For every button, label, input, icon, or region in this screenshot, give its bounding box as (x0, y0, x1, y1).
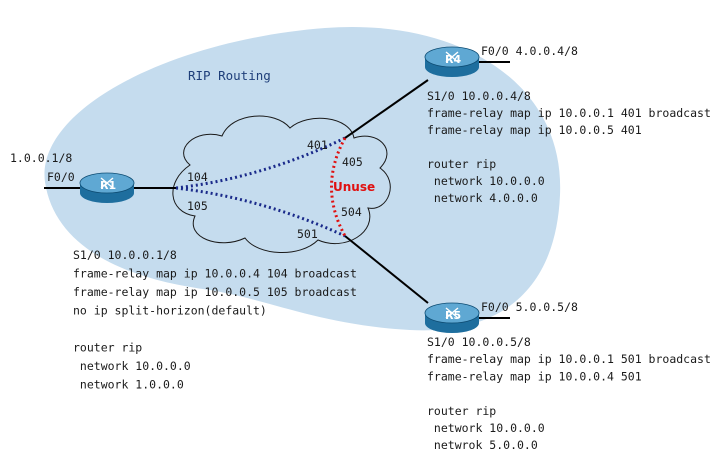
config-line: S1/0 10.0.0.1/8 (73, 248, 177, 262)
router-r1[interactable]: R1 (79, 172, 135, 203)
r4-config: S1/0 10.0.0.4/8 frame-relay map ip 10.0.0… (427, 89, 711, 205)
dlci-104: 104 (187, 170, 208, 184)
unused-label: Unuse (333, 180, 375, 194)
r4-lan-label: F0/0 4.0.0.4/8 (481, 44, 578, 58)
router-r5[interactable]: R5 (424, 302, 480, 333)
config-line: router rip (427, 157, 496, 171)
config-line: router rip (427, 404, 496, 418)
config-line: frame-relay map ip 10.0.0.4 501 (427, 369, 642, 383)
config-line: network 1.0.0.0 (73, 378, 184, 392)
config-line: network 4.0.0.0 (427, 191, 538, 205)
router-r5-name: R5 (445, 309, 461, 322)
router-icon (79, 172, 135, 203)
dlci-501: 501 (297, 227, 318, 241)
config-line: S1/0 10.0.0.4/8 (427, 89, 531, 103)
dlci-405: 405 (342, 155, 363, 169)
dlci-504: 504 (341, 205, 362, 219)
r1-lan-interface: F0/0 (47, 170, 75, 184)
config-line: router rip (73, 341, 142, 355)
config-line: network 10.0.0.0 (427, 421, 545, 435)
config-line: S1/0 10.0.0.5/8 (427, 335, 531, 349)
config-line: frame-relay map ip 10.0.0.1 401 broadcas… (427, 106, 711, 120)
config-line: no ip split-horizon(default) (73, 304, 267, 318)
config-line: network 10.0.0.0 (73, 359, 191, 373)
r5-lan-label: F0/0 5.0.0.5/8 (481, 300, 578, 314)
router-r1-name: R1 (100, 179, 116, 192)
router-r4[interactable]: R4 (424, 46, 480, 77)
dlci-401: 401 (307, 138, 328, 152)
pvc-r4-r5-unused (330, 137, 347, 237)
r5-config: S1/0 10.0.0.5/8 frame-relay map ip 10.0.0… (427, 335, 711, 452)
links (44, 61, 510, 319)
config-line: frame-relay map ip 10.0.0.1 501 broadcas… (427, 352, 711, 366)
r4-serial-link (344, 79, 429, 139)
frame-relay-cloud (172, 115, 391, 253)
config-line: netwrok 5.0.0.0 (427, 438, 538, 452)
dlci-105: 105 (187, 199, 208, 213)
config-line: frame-relay map ip 10.0.0.5 401 (427, 123, 642, 137)
config-line: network 10.0.0.0 (427, 174, 545, 188)
config-line: frame-relay map ip 10.0.0.4 104 broadcas… (73, 267, 357, 281)
router-icon (424, 302, 480, 333)
r5-serial-link (344, 235, 429, 304)
r1-lan-ip: 1.0.0.1/8 (10, 151, 72, 165)
router-r4-name: R4 (445, 53, 461, 66)
pvc-r1-r5 (175, 186, 346, 238)
pvc-r1-r4 (175, 136, 346, 190)
area-title: RIP Routing (188, 68, 271, 83)
r1-config: S1/0 10.0.0.1/8 frame-relay map ip 10.0.0… (73, 248, 357, 392)
config-line: frame-relay map ip 10.0.0.5 105 broadcas… (73, 285, 357, 299)
router-icon (424, 46, 480, 77)
